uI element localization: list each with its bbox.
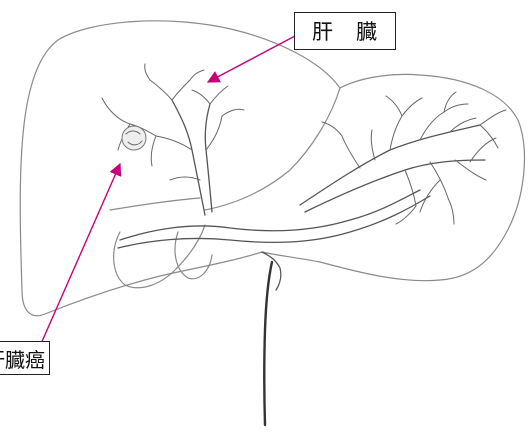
liver-outline [19,20,526,317]
liver-gallbladder [174,231,213,280]
liver-fold-line [204,87,341,211]
liver-fold-line-2 [109,197,201,211]
liver-leader-line [206,35,296,83]
right-branch-vessel-2 [304,159,486,213]
liver-lower-lobe [113,224,206,289]
liver-cancer-leader-line [39,162,122,347]
left-branch-vessel-2 [204,103,213,213]
liver-cancer-label: 肝臓癌 [0,341,50,375]
tumor-icon [121,125,147,151]
left-lobe-branches [101,63,245,181]
liver-label: 肝 臓 [294,12,396,50]
right-lobe-branches [321,91,507,225]
artery-curve [261,251,282,291]
main-trunk-vessel [119,189,421,241]
right-branch-vessel [299,124,481,206]
main-trunk-vessel-2 [117,195,431,249]
common-hepatic-artery [263,260,274,427]
